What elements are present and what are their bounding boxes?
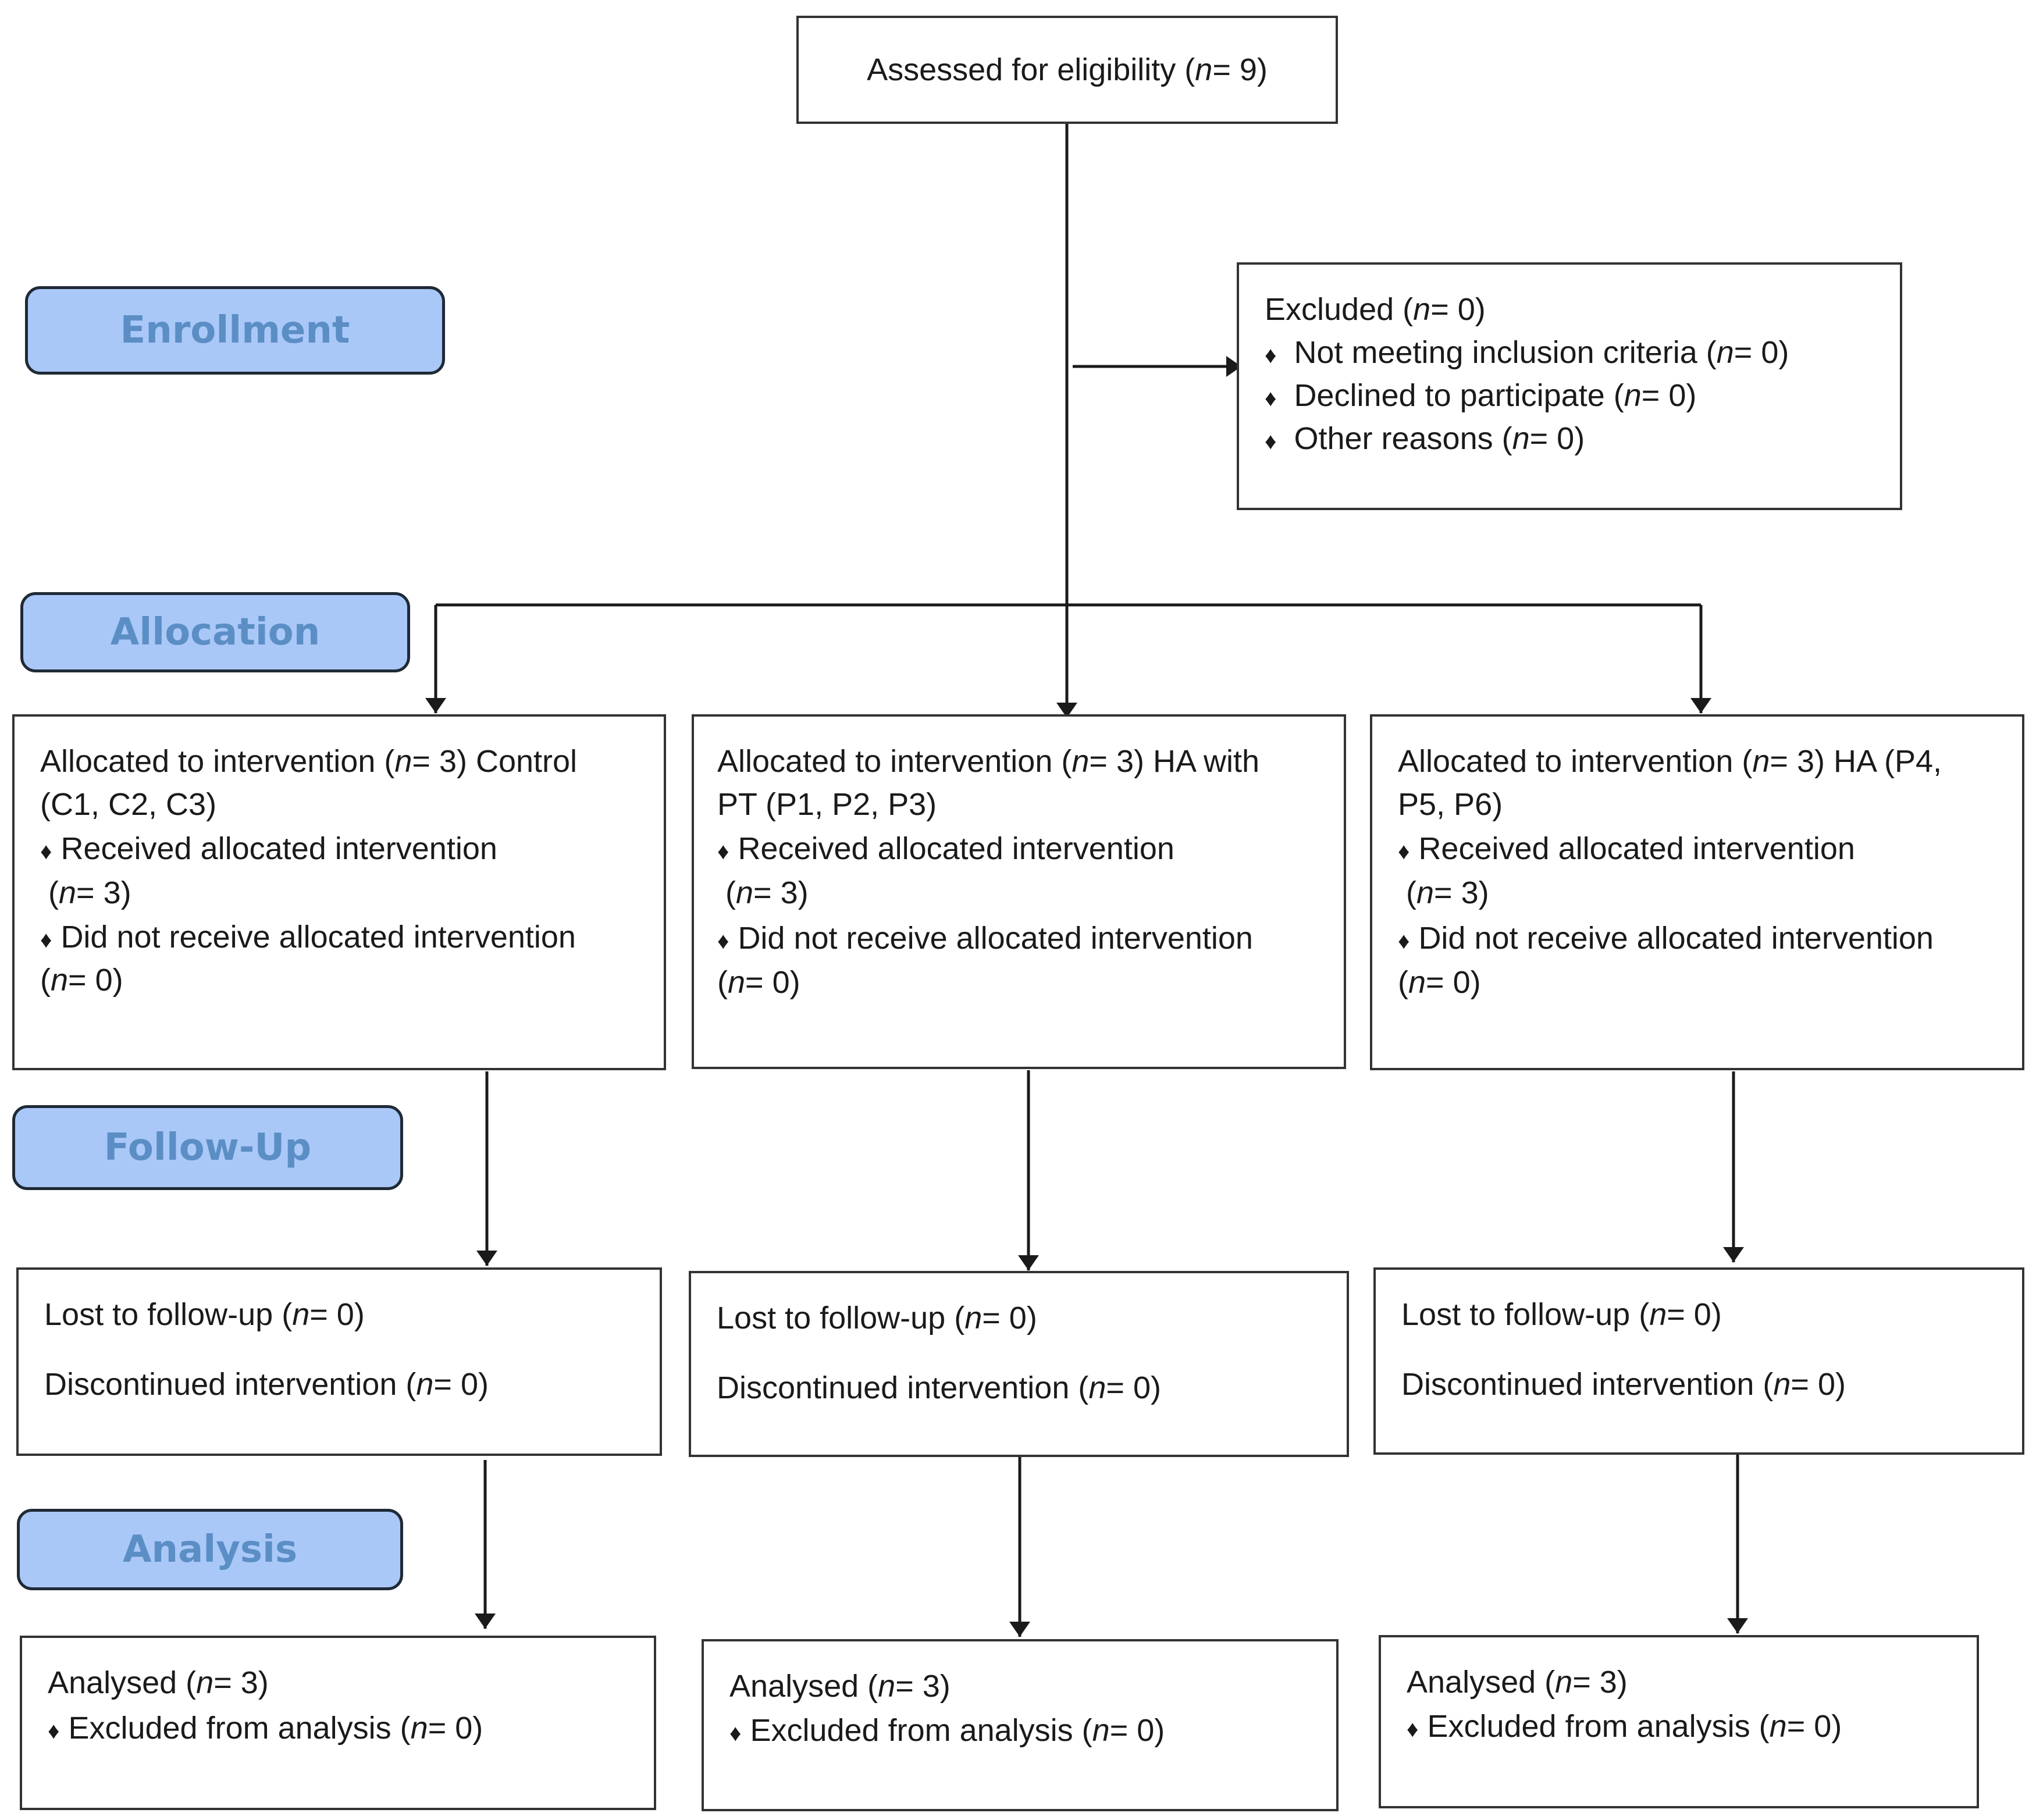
allocation-box-control: Allocated to intervention (n= 3) Control… xyxy=(12,714,666,1070)
arrowhead-icon xyxy=(1056,703,1077,718)
analysis-box-control: Analysed (n= 3) ♦ Excluded from analysis… xyxy=(20,1636,656,1810)
exclusion-reason-item: ♦ Declined to participate (n= 0) xyxy=(1265,378,1697,413)
lost-to-followup: Lost to follow-up (n= 0) xyxy=(44,1297,365,1332)
diamond-bullet-icon: ♦ xyxy=(48,1718,60,1744)
arrowhead-icon xyxy=(1723,1247,1744,1262)
discontinued-intervention: Discontinued intervention (n= 0) xyxy=(717,1370,1161,1405)
diamond-bullet-icon: ♦ xyxy=(1265,386,1277,411)
received-count: (n= 3) xyxy=(48,875,131,910)
followup-box-control: Lost to follow-up (n= 0) Discontinued in… xyxy=(16,1267,662,1456)
excluded-from-analysis: ♦ Excluded from analysis (n= 0) xyxy=(1407,1709,1842,1744)
not-received-item: ♦ Did not receive allocated intervention xyxy=(717,921,1253,956)
not-received-count: (n= 0) xyxy=(717,965,800,1000)
followup-box-ha-with-pt: Lost to follow-up (n= 0) Discontinued in… xyxy=(689,1271,1349,1457)
diamond-bullet-icon: ♦ xyxy=(717,839,729,864)
diamond-bullet-icon: ♦ xyxy=(1398,839,1410,864)
allocation-box-ha: Allocated to intervention (n= 3) HA (P4,… xyxy=(1370,714,2024,1070)
diamond-bullet-icon: ♦ xyxy=(1407,1716,1419,1742)
phase-label-enrollment: Enrollment xyxy=(25,286,445,375)
not-received-count: (n= 0) xyxy=(1398,965,1481,1000)
arrowhead-icon xyxy=(476,1251,497,1266)
received-item: ♦ Received allocated intervention xyxy=(40,831,497,866)
received-count: (n= 3) xyxy=(1406,875,1489,910)
diamond-bullet-icon: ♦ xyxy=(1265,429,1277,454)
excluded-from-analysis: ♦ Excluded from analysis (n= 0) xyxy=(729,1713,1165,1748)
analysed-count: Analysed (n= 3) xyxy=(729,1669,951,1704)
lost-to-followup: Lost to follow-up (n= 0) xyxy=(1401,1297,1722,1332)
assessed-text: Assessed for eligibility (n= 9) xyxy=(867,52,1268,87)
diamond-bullet-icon: ♦ xyxy=(1265,343,1277,368)
phase-label-analysis: Analysis xyxy=(17,1509,403,1590)
analysis-box-ha-with-pt: Analysed (n= 3) ♦ Excluded from analysis… xyxy=(702,1639,1339,1811)
diamond-bullet-icon: ♦ xyxy=(40,927,52,953)
arrowhead-icon xyxy=(1727,1618,1748,1633)
arrowhead-icon xyxy=(1009,1622,1030,1637)
followup-box-ha: Lost to follow-up (n= 0) Discontinued in… xyxy=(1373,1267,2024,1455)
phase-label-allocation: Allocation xyxy=(20,592,410,672)
arrowhead-icon xyxy=(425,698,446,713)
phase-label-followup: Follow-Up xyxy=(12,1105,403,1190)
exclusion-reason-item: ♦ Other reasons (n= 0) xyxy=(1265,421,1585,456)
not-received-item: ♦ Did not receive allocated intervention xyxy=(40,920,576,954)
received-count: (n= 3) xyxy=(725,875,809,910)
allocation-line: (C1, C2, C3) xyxy=(40,787,217,822)
allocation-line: P5, P6) xyxy=(1398,787,1503,822)
analysis-box-ha: Analysed (n= 3) ♦ Excluded from analysis… xyxy=(1379,1635,1979,1808)
discontinued-intervention: Discontinued intervention (n= 0) xyxy=(44,1367,489,1402)
lost-to-followup: Lost to follow-up (n= 0) xyxy=(717,1301,1037,1335)
discontinued-intervention: Discontinued intervention (n= 0) xyxy=(1401,1367,1846,1402)
assessed-box: Assessed for eligibility (n= 9) xyxy=(796,16,1338,124)
diamond-bullet-icon: ♦ xyxy=(717,928,729,954)
arrowhead-icon xyxy=(1018,1255,1039,1270)
not-received-count: (n= 0) xyxy=(40,963,123,998)
not-received-item: ♦ Did not receive allocated intervention xyxy=(1398,921,1934,956)
allocation-box-ha-with-pt: Allocated to intervention (n= 3) HA with… xyxy=(692,714,1346,1069)
allocation-line: Allocated to intervention (n= 3) HA with xyxy=(717,744,1260,779)
diamond-bullet-icon: ♦ xyxy=(729,1721,742,1746)
analysed-count: Analysed (n= 3) xyxy=(48,1665,269,1700)
arrowhead-icon xyxy=(1690,698,1711,713)
received-item: ♦ Received allocated intervention xyxy=(1398,831,1855,866)
analysed-count: Analysed (n= 3) xyxy=(1407,1665,1628,1700)
excluded-title: Excluded (n= 0) xyxy=(1265,292,1486,327)
diamond-bullet-icon: ♦ xyxy=(1398,928,1410,954)
exclusion-reason-item: ♦ Not meeting inclusion criteria (n= 0) xyxy=(1265,335,1789,370)
allocation-line: Allocated to intervention (n= 3) HA (P4, xyxy=(1398,744,1942,779)
arrowhead-icon xyxy=(475,1614,496,1629)
diamond-bullet-icon: ♦ xyxy=(40,839,52,864)
arrowhead-icon xyxy=(1226,356,1241,377)
received-item: ♦ Received allocated intervention xyxy=(717,831,1174,866)
allocation-line: Allocated to intervention (n= 3) Control xyxy=(40,744,578,779)
excluded-box: Excluded (n= 0) ♦ Not meeting inclusion … xyxy=(1237,262,1902,510)
allocation-line: PT (P1, P2, P3) xyxy=(717,787,937,822)
excluded-from-analysis: ♦ Excluded from analysis (n= 0) xyxy=(48,1711,483,1746)
